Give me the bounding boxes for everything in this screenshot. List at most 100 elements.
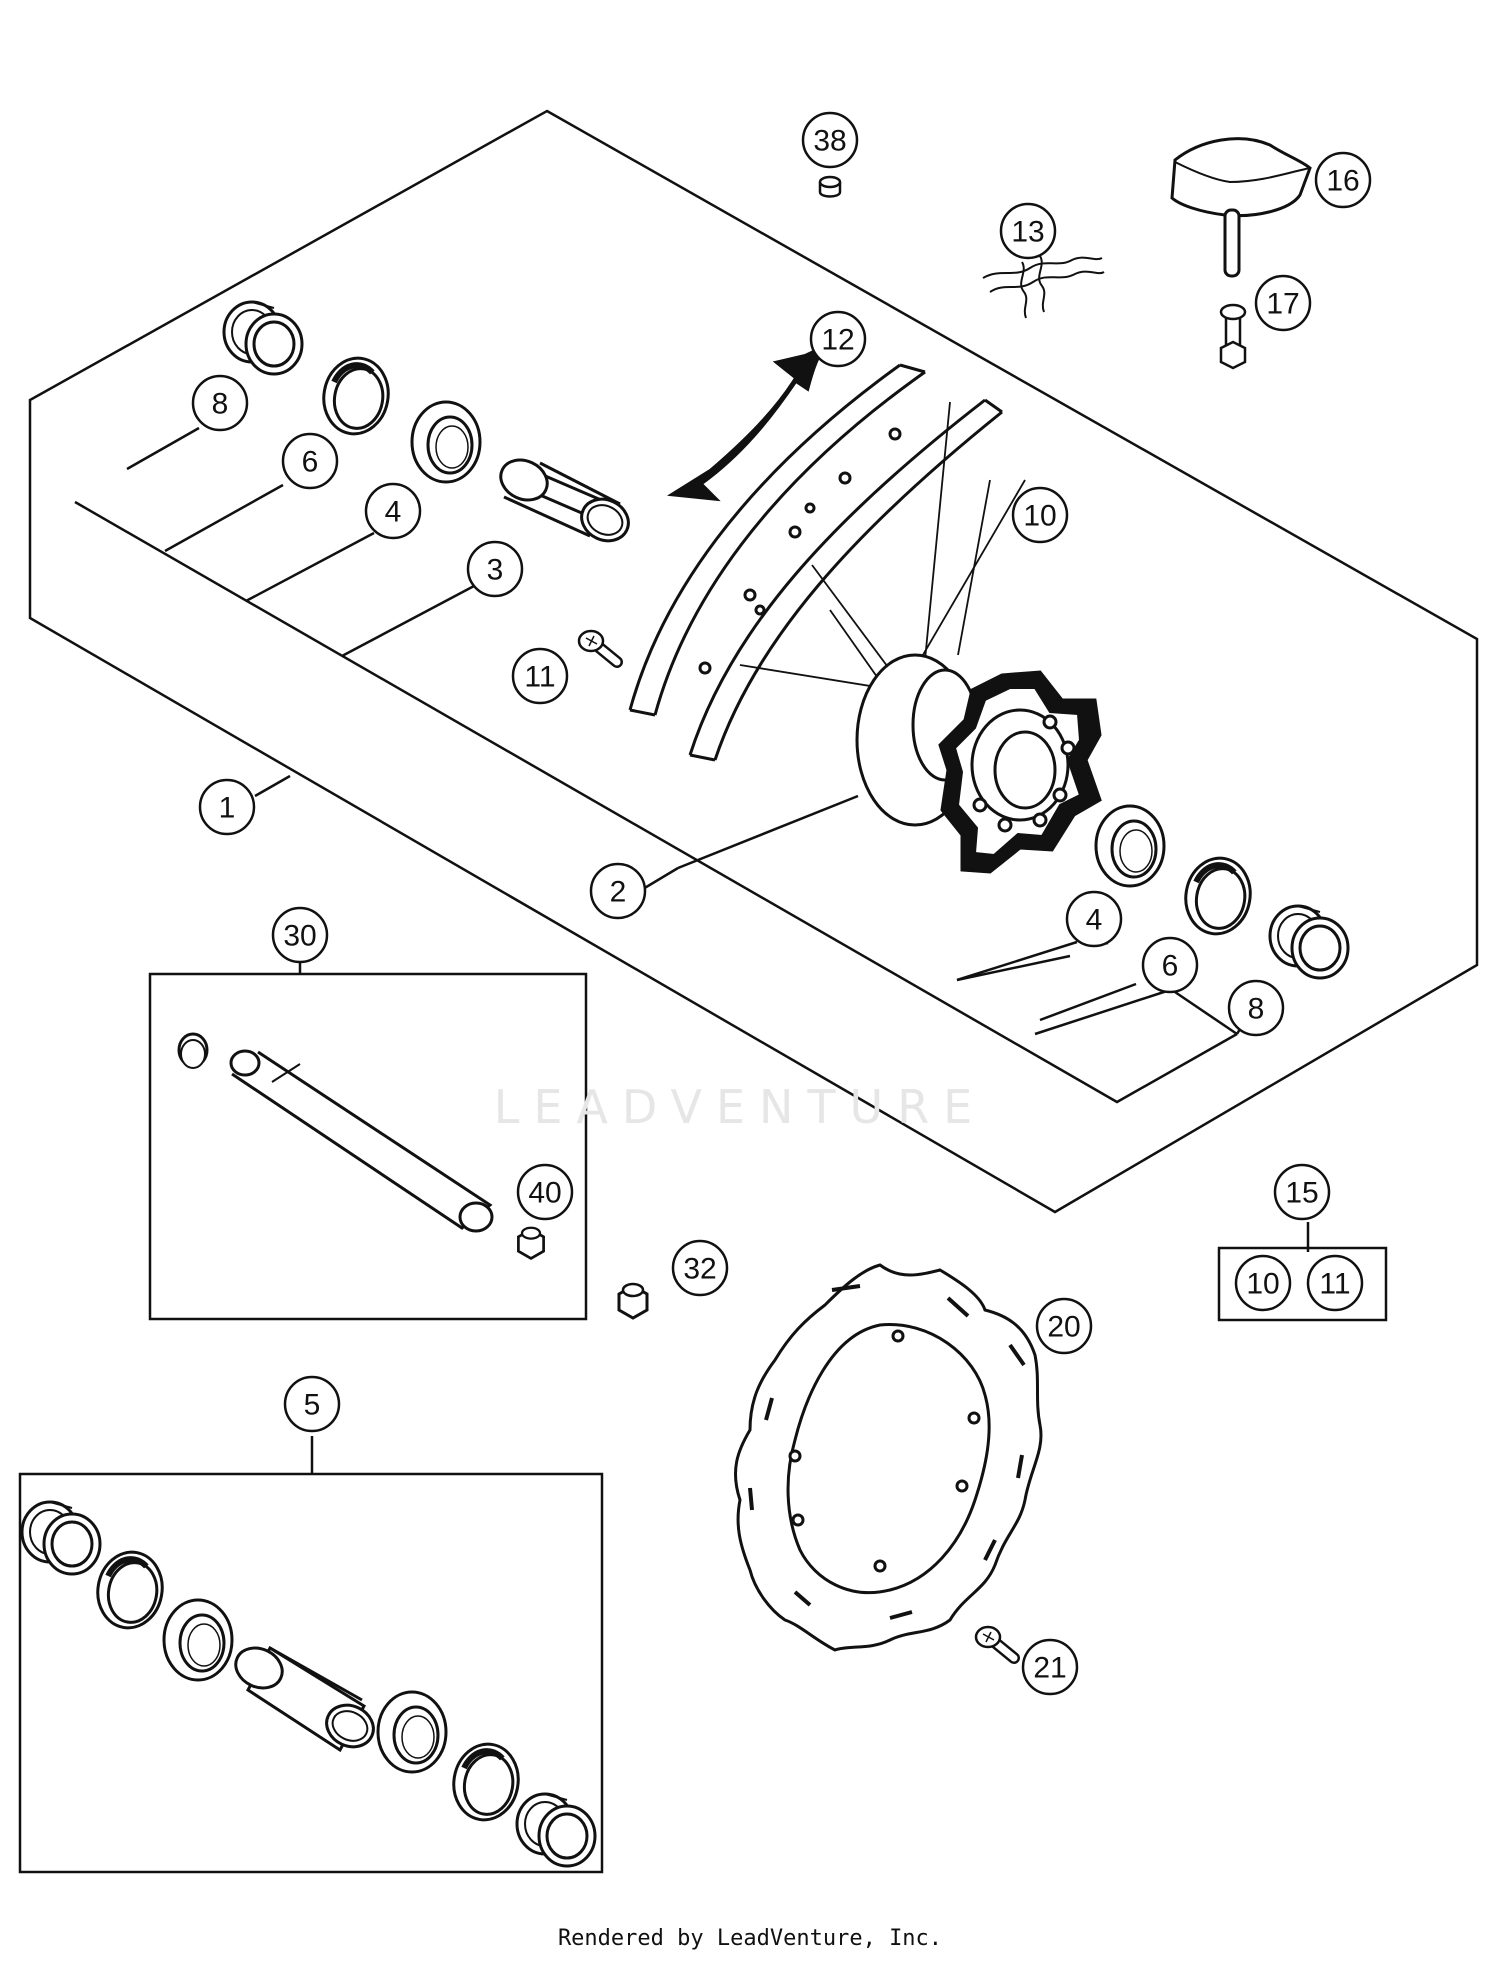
callout-circle [1011,486,1069,544]
callout-c11b: 11 [1306,1254,1364,1312]
callout-c10a: 10 [1011,486,1069,544]
callout-circle [1065,890,1123,948]
callout-c11a: 11 [511,647,569,705]
callout-c10b: 10 [1234,1254,1292,1312]
callout-number: 11 [524,661,555,694]
callout-c8a: 8 [191,374,249,432]
kit-seal-left [92,1547,168,1633]
callout-c40: 40 [516,1163,574,1221]
callout-circle [283,1375,341,1433]
kit-dust-cover-right [515,1792,597,1868]
disc-bolt-21 [976,1627,1014,1658]
plug-38 [818,175,842,198]
rotation-direction-arrow [667,342,829,502]
callout-c21: 21 [1021,1638,1079,1696]
callout-c2: 2 [589,862,647,920]
callout-c12: 12 [809,310,867,368]
callout-circle [589,862,647,920]
callout-number: 12 [821,324,854,357]
callout-circle [1227,979,1285,1037]
callout-number: 17 [1266,288,1299,321]
callout-number: 38 [813,125,846,158]
callout-number: 21 [1033,1652,1066,1685]
callout-circle [1021,1638,1079,1696]
callout-number: 32 [683,1253,716,1286]
bearing-4-right [1094,804,1166,888]
axle [229,1049,494,1233]
callout-circle [1035,1297,1093,1355]
callout-circle [1273,1163,1331,1221]
wheel-bearing-kit-box-5 [18,1472,604,1874]
callout-circle [809,310,867,368]
kit-seal-right [448,1739,524,1825]
callout-c4b: 4 [1065,890,1123,948]
shaft-seal-6-right [1180,853,1256,939]
callout-circle [516,1163,574,1221]
callout-c17: 17 [1254,274,1312,332]
callout-circle [511,647,569,705]
dust-cover-8-right [1268,904,1350,980]
callout-number: 40 [528,1177,561,1210]
callout-number: 2 [610,876,627,909]
callout-number: 4 [385,496,402,529]
callout-circle [1141,936,1199,994]
callout-c16: 16 [1314,151,1372,209]
callout-number: 6 [302,446,319,479]
callout-number: 6 [1162,950,1179,983]
callout-number: 10 [1023,500,1056,533]
wheel-assembly-frame [28,109,1479,1214]
callout-circle [1234,1254,1292,1312]
kit-bearing-left [162,1598,234,1682]
collar-nut-32 [617,1282,649,1320]
callout-c32: 32 [671,1239,729,1297]
callout-circle [671,1239,729,1297]
callout-c4a: 4 [364,482,422,540]
spacer-sleeve-3 [499,458,630,543]
axle-nut-40 [517,1226,545,1260]
shaft-seal-6-left [318,353,394,439]
spoke-set-box-15 [1217,1246,1388,1322]
rim-tape-13 [982,255,1105,319]
kit-dust-cover-left [20,1500,102,1576]
footer-credit: Rendered by LeadVenture, Inc. [557,1926,943,1951]
callout-c6b: 6 [1141,936,1199,994]
axle-spacer [177,1032,209,1069]
callout-circle [801,111,859,169]
wheel-hub [855,653,1102,874]
hub-parts-bracket [74,500,1238,1104]
callout-number: 4 [1086,904,1103,937]
kit-spacer-sleeve [234,1645,375,1753]
callout-c5: 5 [283,1375,341,1433]
callout-circle [1306,1254,1364,1312]
callout-c3: 3 [466,540,524,598]
dust-cover-8-left [222,300,304,376]
callout-c6a: 6 [281,432,339,490]
callout-number: 10 [1246,1268,1279,1301]
brake-disc-20 [733,1263,1043,1652]
callout-circle [364,482,422,540]
callout-number: 1 [219,792,236,825]
callout-number: 30 [283,920,316,953]
valve-16 [1170,137,1312,278]
callout-circle [466,540,524,598]
callout-number: 3 [487,554,504,587]
callout-c38: 38 [801,111,859,169]
callout-number: 20 [1047,1311,1080,1344]
callout-circle [1314,151,1372,209]
callout-number: 8 [212,388,229,421]
kit-bearing-right [376,1690,448,1774]
bearing-4-left [410,400,482,484]
callout-c15: 15 [1273,1163,1331,1221]
callout-c8b: 8 [1227,979,1285,1037]
watermark: LEADVENTURE [493,1080,987,1134]
callout-c20: 20 [1035,1297,1093,1355]
callout-circle [198,778,256,836]
callout-number: 13 [1011,216,1044,249]
axle-kit-box-30 [148,972,588,1321]
callout-circle [1254,274,1312,332]
spoke-nipple-11 [579,631,617,662]
callout-number: 5 [304,1389,321,1422]
callout-c30: 30 [271,906,329,964]
